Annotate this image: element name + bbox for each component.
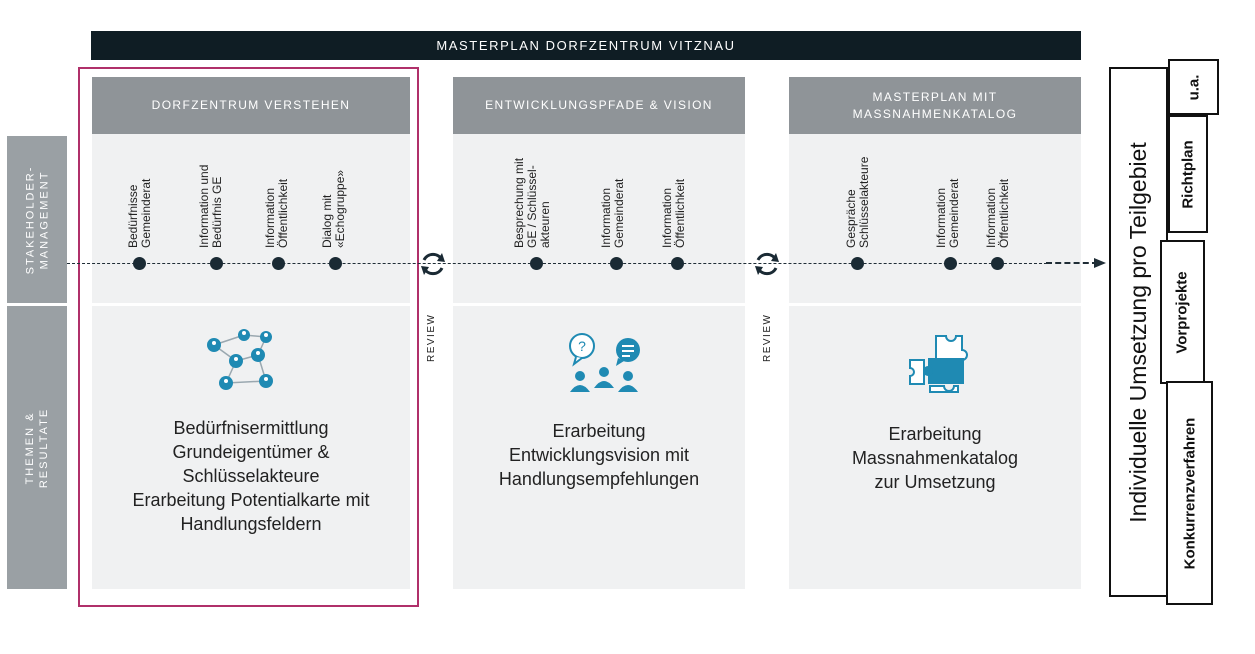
network-people-icon	[207, 329, 273, 390]
timeline-dot	[210, 257, 223, 270]
phase-3-heading-text: MASTERPLAN MIT MASSNAHMENKATALOG	[852, 89, 1018, 121]
discussion-icon: ?	[569, 333, 640, 392]
phase-3-stakeholder-panel	[789, 134, 1081, 303]
puzzle-icon	[909, 335, 968, 393]
phase-1-heading-text: DORFZENTRUM VERSTEHEN	[151, 98, 351, 112]
review-label-1: REVIEW	[426, 313, 437, 362]
row-label-themes: THEMEN & RESULTATE	[7, 306, 67, 589]
svg-text:?: ?	[578, 338, 586, 354]
implementation-item-konkurrenzverfahren: Konkurrenzverfahren	[1166, 381, 1213, 605]
phase-2-step-2-label: Information Gemeinderat	[599, 178, 626, 248]
timeline-dot	[530, 257, 543, 270]
review-cycle-icon	[755, 252, 779, 276]
row-label-stakeholder: STAKEHOLDER- MANAGEMENT	[7, 136, 67, 303]
implementation-main-box: Individuelle Umsetzung pro Teilgebiet	[1109, 67, 1168, 597]
implementation-item-vorprojekte-text: Vorprojekte	[1174, 270, 1191, 354]
phase-2-stakeholder-panel	[453, 134, 745, 303]
timeline-line	[67, 263, 1052, 264]
review-cycle-icon	[421, 252, 445, 276]
phase-3-step-1-label: Gespräche Schlüsselakteure	[844, 156, 871, 248]
phase-2-results-panel	[453, 306, 745, 589]
phase-2-heading: ENTWICKLUNGSPFADE & VISION	[453, 77, 745, 134]
timeline-dot	[944, 257, 957, 270]
phase-1-highlight-frame	[78, 67, 419, 607]
phase-1-step-3-label: Information Öffentlichkeit	[263, 178, 290, 248]
timeline-dot	[610, 257, 623, 270]
phase-1-step-2-label: Information und Bedürfnis GE	[197, 164, 224, 248]
row-label-stakeholder-text: STAKEHOLDER- MANAGEMENT	[24, 165, 51, 274]
implementation-item-richtplan-text: Richtplan	[1179, 139, 1197, 209]
implementation-item-richtplan: Richtplan	[1168, 115, 1208, 233]
review-label-2: REVIEW	[762, 313, 773, 362]
phase-2-heading-text: ENTWICKLUNGSPFADE & VISION	[485, 98, 713, 112]
timeline-dot	[671, 257, 684, 270]
masterplan-title: MASTERPLAN DORFZENTRUM VITZNAU	[436, 38, 736, 53]
implementation-item-vorprojekte: Vorprojekte	[1160, 240, 1205, 384]
phase-1-result-text: Bedürfnisermittlung Grundeigentümer & Sc…	[132, 418, 370, 534]
phase-1-step-1-label: Bedürfnisse Gemeinderat	[126, 178, 153, 248]
phase-3-heading: MASTERPLAN MIT MASSNAHMENKATALOG	[789, 77, 1081, 134]
timeline-tail	[1046, 262, 1098, 264]
timeline-dot	[133, 257, 146, 270]
phase-2-step-3-label: Information Öffentlichkeit	[660, 178, 687, 248]
phase-3-step-3-label: Information Öffentlichkeit	[984, 178, 1011, 248]
phase-1-heading: DORFZENTRUM VERSTEHEN	[92, 77, 410, 134]
phase-1-step-4-label: Dialog mit «Echogruppe»	[320, 169, 347, 248]
masterplan-title-bar: MASTERPLAN DORFZENTRUM VITZNAU	[91, 31, 1081, 60]
timeline-dot	[329, 257, 342, 270]
phase-1-results-panel	[92, 306, 410, 589]
timeline-dot	[851, 257, 864, 270]
implementation-item-ua: u.a.	[1168, 59, 1219, 115]
implementation-main-text: Individuelle Umsetzung pro Teilgebiet	[1125, 141, 1152, 523]
implementation-item-ua-text: u.a.	[1185, 74, 1202, 100]
timeline-arrow-icon	[1094, 258, 1106, 268]
implementation-item-konkurrenzverfahren-text: Konkurrenzverfahren	[1181, 417, 1198, 569]
timeline-dot	[272, 257, 285, 270]
phase-2-step-1-label: Besprechung mit GE / Schlüssel- akteuren	[512, 157, 552, 248]
phase-3-step-2-label: Information Gemeinderat	[934, 178, 961, 248]
timeline-dot	[991, 257, 1004, 270]
phase-2-result-text: Erarbeitung Entwicklungsvision mit Handl…	[498, 421, 700, 489]
row-label-themes-text: THEMEN & RESULTATE	[24, 407, 50, 488]
phase-3-result-text: Erarbeitung Massnahmenkatalog zur Umsetz…	[851, 424, 1019, 492]
phase-1-stakeholder-panel	[92, 134, 410, 303]
